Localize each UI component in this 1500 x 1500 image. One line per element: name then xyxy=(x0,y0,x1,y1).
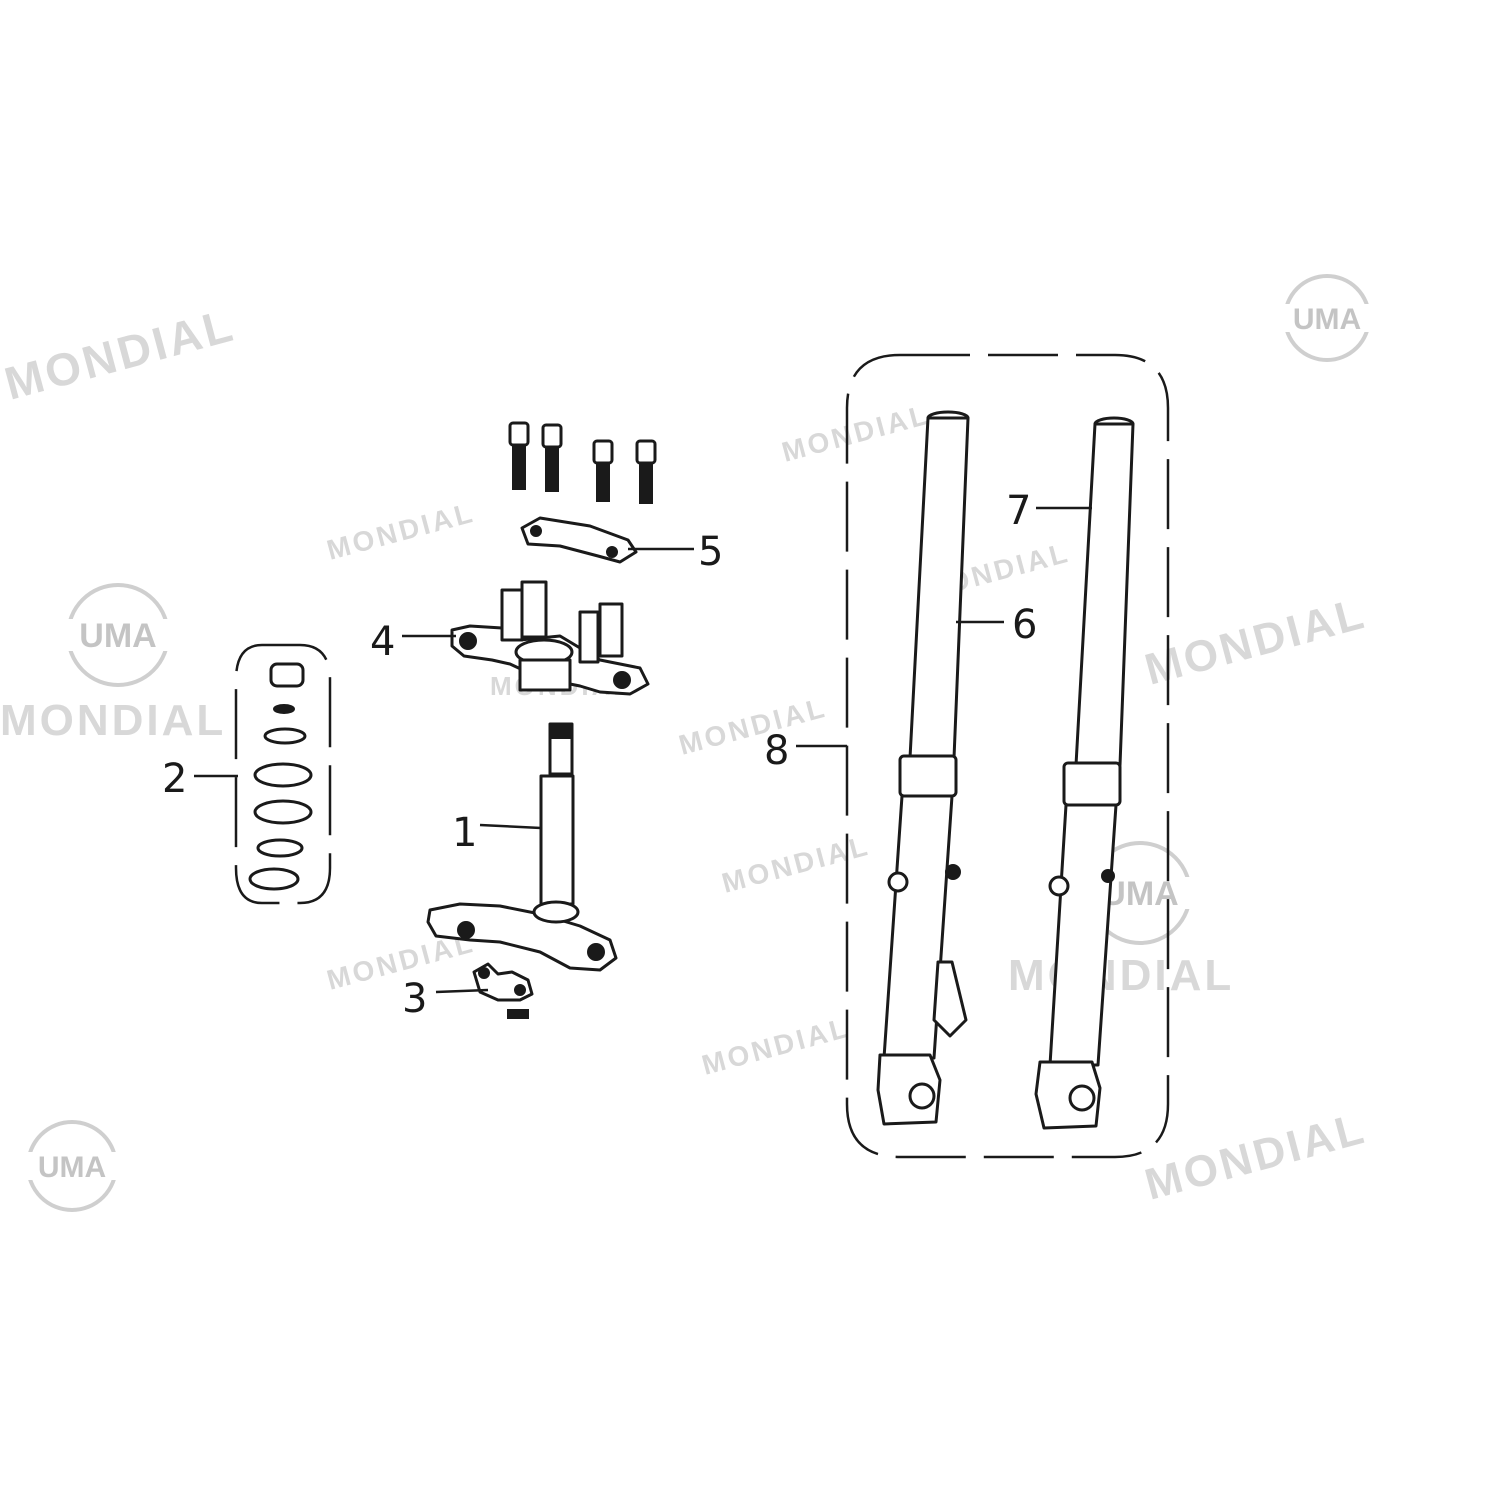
uma-logo: UMA xyxy=(1270,274,1382,362)
bolt-icon xyxy=(541,423,563,492)
callouts: 1 2 3 4 5 6 7 8 xyxy=(162,488,1037,1022)
part-4-upper-triple-clamp xyxy=(450,580,650,696)
watermark: MONDIAL xyxy=(1140,1104,1371,1210)
leader-lines xyxy=(194,506,1092,994)
watermark: MONDIAL xyxy=(0,298,240,409)
watermark: MONDIAL xyxy=(719,830,874,899)
bolt-icon xyxy=(635,439,657,504)
uma-logo: UMA xyxy=(15,1120,130,1212)
part-6-left-fork-leg xyxy=(876,410,970,1126)
svg-text:UMA: UMA xyxy=(38,1151,106,1184)
watermark: MONDIAL xyxy=(779,399,934,468)
part-1-steering-stem xyxy=(426,722,618,972)
callout-1: 1 xyxy=(452,810,477,856)
callout-3: 3 xyxy=(402,976,427,1022)
svg-text:UMA: UMA xyxy=(1101,875,1178,913)
part-5-handlebar-clamp xyxy=(508,421,657,564)
part-3-bracket xyxy=(472,962,534,1019)
bolt-icon xyxy=(508,421,530,490)
svg-text:UMA: UMA xyxy=(79,617,156,655)
watermark: MONDIAL xyxy=(676,692,831,761)
callout-6: 6 xyxy=(1012,602,1037,648)
watermark: MONDIAL xyxy=(0,696,226,745)
watermark: MONDIAL xyxy=(1140,589,1371,695)
uma-logo: UMA xyxy=(50,583,186,687)
watermark: MONDIAL xyxy=(1008,951,1234,1000)
callout-5: 5 xyxy=(698,529,723,575)
callout-2: 2 xyxy=(162,756,187,802)
callout-7: 7 xyxy=(1006,488,1031,534)
callout-4: 4 xyxy=(370,619,395,665)
uma-logo: UMA xyxy=(1075,841,1205,945)
watermarks: MONDIAL MONDIAL MONDIAL MONDIAL MONDIAL … xyxy=(0,298,1371,1209)
part-2-bearing-set xyxy=(234,643,332,905)
watermark: MONDIAL xyxy=(324,497,479,566)
callout-8: 8 xyxy=(764,728,789,774)
svg-text:UMA: UMA xyxy=(1293,303,1361,336)
watermark: MONDIAL xyxy=(699,1012,854,1081)
part-7-right-fork-leg xyxy=(1034,416,1135,1130)
part-8-front-fork-assembly xyxy=(845,353,1170,1159)
bolt-icon xyxy=(592,439,614,502)
